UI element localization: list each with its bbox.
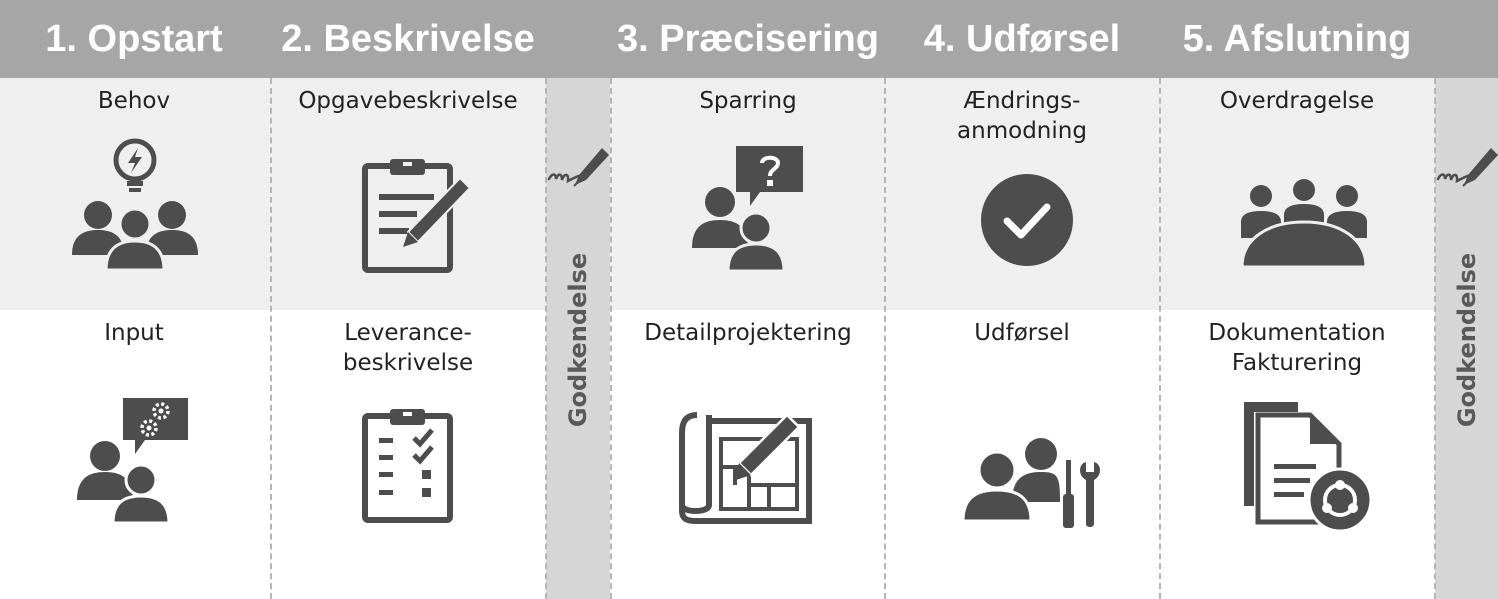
blueprint-pencil-icon	[679, 405, 814, 525]
phase-5-title: 5. Afslutning	[1182, 18, 1412, 60]
phase-3-top-label: Sparring	[699, 88, 797, 114]
documents-share-icon	[1240, 398, 1375, 533]
column-divider	[610, 78, 612, 599]
phase-4-bottom-label: Udførsel	[974, 320, 1070, 346]
column-divider	[270, 78, 272, 599]
phase-4-title: 4. Udførsel	[923, 18, 1121, 60]
idea-group-icon	[70, 138, 200, 272]
approval-gate-2-label: Godkendelse	[1453, 252, 1481, 428]
phase-4-top-label-line2: anmodning	[957, 118, 1087, 144]
check-circle-icon	[980, 173, 1074, 267]
phase-1-bottom-label: Input	[104, 320, 164, 346]
signature-pen-icon	[1435, 143, 1498, 193]
phase-2-bottom-label-line1: Leverance-	[344, 320, 472, 346]
signature-pen-icon	[546, 143, 610, 193]
phase-header-bar	[0, 0, 1498, 78]
people-tools-icon	[961, 436, 1107, 531]
phase-5-top-label: Overdragelse	[1219, 88, 1375, 114]
column-divider	[1434, 78, 1436, 599]
column-divider	[1159, 78, 1161, 599]
phase-2-bottom-label-line2: beskrivelse	[342, 350, 474, 376]
phase-4-top-label-line1: Ændrings-	[963, 88, 1081, 114]
column-divider	[884, 78, 886, 599]
phase-3-title: 3. Præcisering	[617, 18, 879, 60]
phase-5-bottom-label-line2: Fakturering	[1231, 350, 1363, 376]
clipboard-checklist-icon	[362, 408, 456, 523]
clipboard-pencil-icon	[360, 156, 475, 274]
phase-2-bottom-label: Leverance- beskrivelse	[272, 318, 544, 378]
people-gears-chat-icon	[75, 396, 190, 525]
phase-4-top-label: Ændrings- anmodning	[886, 86, 1158, 146]
phase-2-top-label: Opgavebeskrivelse	[298, 88, 518, 114]
phase-5-bottom-label-line1: Dokumentation	[1208, 320, 1386, 346]
approval-gate-1-label: Godkendelse	[564, 252, 592, 428]
people-question-chat-icon	[690, 144, 805, 273]
phase-3-bottom-label: Detailprojektering	[644, 320, 852, 346]
phase-5-bottom-label: Dokumentation Fakturering	[1161, 318, 1433, 378]
phase-2-title: 2. Beskrivelse	[281, 18, 535, 60]
column-divider	[545, 78, 547, 599]
phase-1-top-label: Behov	[97, 88, 171, 114]
meeting-table-icon	[1239, 179, 1369, 270]
phase-1-title: 1. Opstart	[45, 18, 223, 60]
